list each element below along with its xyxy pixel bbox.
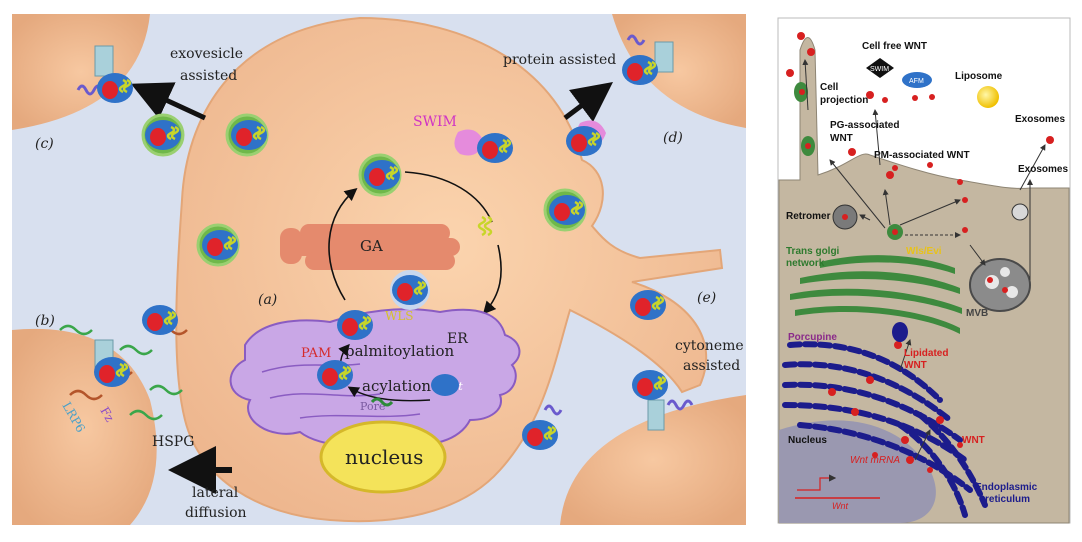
- porcupine: [892, 322, 908, 342]
- nucleus: [319, 420, 447, 494]
- liposome-label: Liposome: [955, 71, 1003, 82]
- afm-label: AFM: [909, 78, 924, 85]
- mvb-inner-3: [1000, 267, 1010, 277]
- protein-assisted-label: protein assisted: [503, 52, 616, 68]
- trans-golgi-label: Trans golgi: [786, 246, 840, 257]
- cycle-arrow-left: [328, 187, 358, 301]
- wnt-gene-label: Wnt: [832, 501, 849, 511]
- vesicle-1: [225, 113, 269, 157]
- cycle-arrow-right: [482, 244, 502, 315]
- vesicle-2: [358, 153, 402, 197]
- er-right-label-2: reticulum: [985, 494, 1030, 505]
- pg-associated-label-2: WNT: [830, 133, 853, 144]
- hspg-label: HSPG: [152, 434, 194, 450]
- nucleus-right-label: Nucleus: [788, 435, 827, 446]
- exovesicle: [141, 113, 185, 157]
- exovesicle-label-2: assisted: [180, 68, 237, 84]
- wnt-right-label: WNT: [962, 435, 985, 446]
- exosomes-label: Exosomes: [1015, 114, 1065, 125]
- cytoneme-label-2: assisted: [683, 358, 740, 374]
- neighbor-cell-bottom-right: [560, 395, 746, 525]
- vesicle-5: [543, 188, 587, 232]
- afm-oval: [902, 72, 932, 88]
- retromer-label: Retromer: [786, 211, 831, 222]
- pg-associated-label: PG-associated: [830, 120, 899, 131]
- c-label: (c): [35, 136, 54, 152]
- protein-arrow: [563, 82, 613, 122]
- mvb: [969, 258, 1031, 312]
- wls-label: WLS: [385, 309, 414, 323]
- protein-complex: [564, 120, 606, 158]
- exosome: [1011, 203, 1029, 221]
- pore-channel: [370, 397, 394, 407]
- nucleus-label: nucleus: [345, 445, 423, 469]
- left-panel: GA nucleus ER PAM palmitoylation acylati…: [12, 14, 746, 525]
- ga-label: GA: [360, 237, 383, 255]
- a-label: (a): [258, 292, 277, 308]
- right-golgi: [790, 255, 962, 334]
- swim-protein: [454, 129, 484, 156]
- swim-wnt: [475, 131, 515, 165]
- receptor-bottom-left: [92, 339, 132, 389]
- cell-projection-label: Cell: [820, 82, 839, 93]
- wnt-mrna-label: Wnt mRNA: [850, 455, 900, 466]
- mvb-label: MVB: [966, 308, 988, 319]
- wnt-gene-arrow: [797, 474, 837, 491]
- receptor-top-left: [76, 45, 135, 105]
- er-wnt-nascent: [431, 374, 459, 396]
- acylation-arrow: [347, 386, 431, 402]
- lipidated-label: Lipidated: [904, 348, 948, 359]
- er-fold-1: [261, 363, 361, 373]
- pore-label: Pore: [360, 400, 385, 413]
- endoplasmic-reticulum: [229, 308, 521, 448]
- liposome: [977, 86, 999, 108]
- swim-diamond: [866, 58, 894, 78]
- swim-right-label: SWIM: [870, 66, 889, 73]
- right-panel: SWIM AFM Cell free WNT Liposome Cell pro…: [777, 17, 1071, 524]
- porcupine-label: Porcupine: [788, 332, 837, 343]
- cytoneme-label: cytoneme: [675, 338, 744, 354]
- wls-evi-label: Wls/Evi: [906, 246, 942, 257]
- d-label: (d): [663, 130, 683, 146]
- lipidated-label-2: WNT: [904, 360, 927, 371]
- neighbor-cell-top-right: [612, 14, 746, 128]
- palmitoylation-label: palmitoylation: [345, 342, 454, 360]
- pm-associated-label: PM-associated WNT: [874, 150, 970, 161]
- er-label: ER: [447, 331, 468, 347]
- swim-label: SWIM: [413, 114, 457, 130]
- exosomes-label-2: Exosomes: [1018, 164, 1068, 175]
- cell-projection-label-2: projection: [820, 95, 868, 106]
- right-arrows: [802, 59, 1046, 461]
- pam-label: PAM: [301, 346, 331, 361]
- er-wnt-pam: [335, 308, 375, 342]
- receptor-cytoneme: [630, 368, 694, 431]
- exovesicle-label: exovesicle: [170, 46, 243, 62]
- lateral-label: lateral: [192, 485, 239, 501]
- cycle-arrow-top: [404, 171, 493, 223]
- cell-free-wnt-label: Cell free WNT: [862, 41, 927, 52]
- exovesicle-arrow: [130, 82, 207, 121]
- cytoneme-wnt: [628, 288, 668, 322]
- diffusion-label: diffusion: [185, 505, 247, 521]
- er-wnt-acylated: [315, 358, 355, 392]
- free-wls: [477, 215, 493, 237]
- er-right-label: Endoplasmic: [975, 482, 1038, 493]
- vesicle-3: [196, 223, 240, 267]
- b-label: (b): [35, 313, 55, 329]
- right-er: [782, 341, 988, 518]
- er-fold-3: [299, 413, 421, 419]
- trans-golgi-label-2: network: [786, 258, 825, 269]
- vesicle-4: [390, 270, 430, 310]
- neighbor-cell-top-left: [12, 14, 150, 130]
- acylation-label: acylation: [362, 377, 431, 395]
- e-label: (e): [697, 290, 716, 306]
- hspg-wnt: [140, 303, 180, 337]
- receptor-top-right: [620, 34, 674, 87]
- mvb-inner-2: [1006, 286, 1018, 298]
- receptor-bottom-middle: [520, 404, 563, 452]
- fz-label: Fz: [97, 405, 116, 425]
